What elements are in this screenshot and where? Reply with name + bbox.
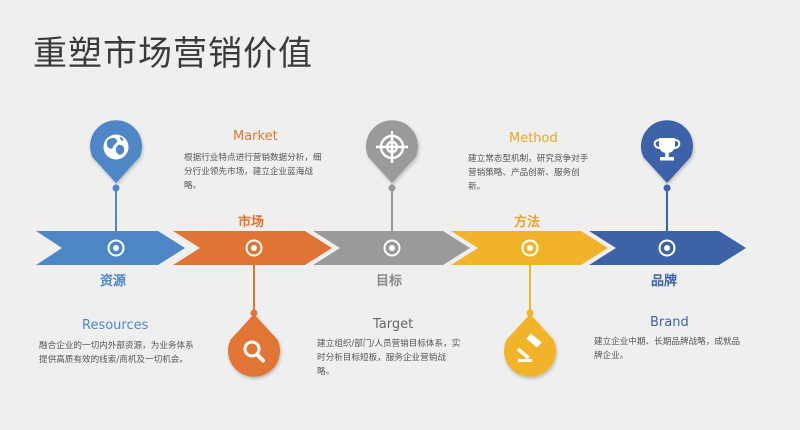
dot-resources xyxy=(112,184,120,192)
label-market: 市场 xyxy=(238,215,265,230)
pin-resources xyxy=(90,120,142,183)
desc-method: 建立常态型机制，研究竞争对手营销策略、产品创新、服务创新。 xyxy=(468,154,589,192)
trophy-icon xyxy=(653,138,681,161)
label-method: 方法 xyxy=(514,215,541,230)
pin-brand xyxy=(641,120,693,183)
target-icon xyxy=(376,131,408,163)
pin-method xyxy=(504,314,556,377)
pin-target xyxy=(366,120,418,183)
desc-target: 建立组织/部门/人员营销目标体系，实时分析目标短板，服务企业营销战略。 xyxy=(317,339,461,377)
magnifier-icon xyxy=(243,340,265,363)
dot-market xyxy=(250,309,258,317)
dot-target xyxy=(388,184,396,192)
node-brand xyxy=(658,239,676,257)
node-target xyxy=(383,239,401,257)
subtitle-resources: Resources xyxy=(82,318,149,333)
node-market xyxy=(245,239,263,257)
subtitle-brand: Brand xyxy=(650,315,689,330)
subtitle-method: Method xyxy=(509,131,558,146)
desc-market: 根据行业特点进行营销数据分析，细分行业领先市场，建立企业蓝海战略。 xyxy=(184,153,322,191)
globe-icon xyxy=(103,134,129,160)
dot-method xyxy=(526,309,534,317)
node-method xyxy=(521,239,539,257)
desc-resources: 融合企业的一切内外部资源，为业务体系提供高质有效的线索/商机及一切机会。 xyxy=(39,341,194,365)
subtitle-market: Market xyxy=(233,129,278,144)
gavel-icon xyxy=(516,333,542,362)
label-target: 目标 xyxy=(376,274,403,289)
desc-brand: 建立企业中期、长期品牌战略，成就品牌企业。 xyxy=(594,337,741,361)
label-resources: 资源 xyxy=(100,274,127,289)
pin-market xyxy=(228,314,280,377)
node-resources xyxy=(107,239,125,257)
chevron-resources xyxy=(36,231,185,265)
slide-title: 重塑市场营销价值 xyxy=(33,34,313,74)
dot-brand xyxy=(663,184,671,192)
subtitle-target: Target xyxy=(373,317,414,332)
label-brand: 品牌 xyxy=(651,274,678,289)
